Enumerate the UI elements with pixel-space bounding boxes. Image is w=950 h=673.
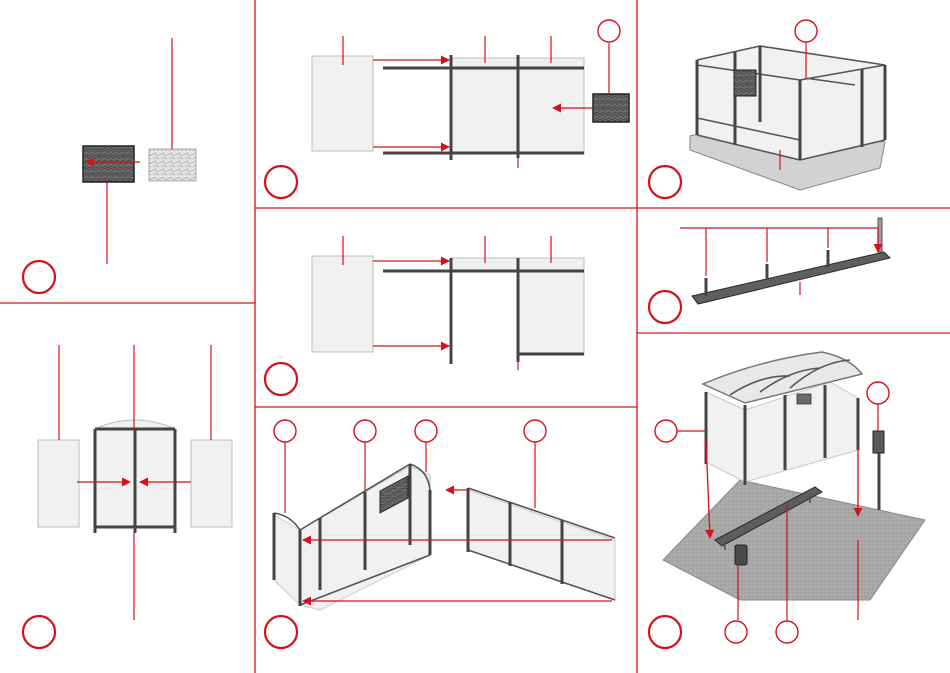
bench-beam [692,252,890,304]
poster-panel [734,70,756,96]
step-circle [265,166,297,198]
light-stone-panel [149,149,196,181]
panel-step-8 [649,352,925,648]
callout-circle [274,420,296,442]
panel-step-3 [265,236,584,395]
right-wall-glass [468,490,615,600]
panel-step-1 [23,38,196,293]
left-side-glass [274,515,300,605]
step-circle [649,291,681,323]
left-glass-insert [38,440,79,527]
glass-insert [312,256,373,352]
step-circle [265,363,297,395]
callout-circle [776,621,798,643]
info-sign [873,431,884,453]
callout-circle [795,20,817,42]
step-circle [649,166,681,198]
callout-circle [725,621,747,643]
shelter-side-glass [706,392,745,482]
right-glass-insert [191,440,232,527]
step-circle [23,616,55,648]
timetable-panel [797,394,811,404]
panel-step-4 [265,420,615,648]
panel-step-5 [649,20,885,198]
callout-circle [867,382,889,404]
waste-bin [735,545,747,565]
panel-step-7 [23,345,232,648]
top-curved-cap [97,420,173,428]
callout-circle [655,420,677,442]
step-circle [23,261,55,293]
poster-panel [593,94,629,122]
panel-step-2 [265,20,629,198]
step-circle [649,616,681,648]
glass-insert [312,56,373,151]
callout-circle [524,420,546,442]
panel-step-6 [649,218,890,323]
side-wall-glass [518,258,584,355]
dark-textured-panel [83,146,134,182]
callout-circle [598,20,620,42]
callout-circle [415,420,437,442]
callout-circle [354,420,376,442]
step-circle [265,616,297,648]
